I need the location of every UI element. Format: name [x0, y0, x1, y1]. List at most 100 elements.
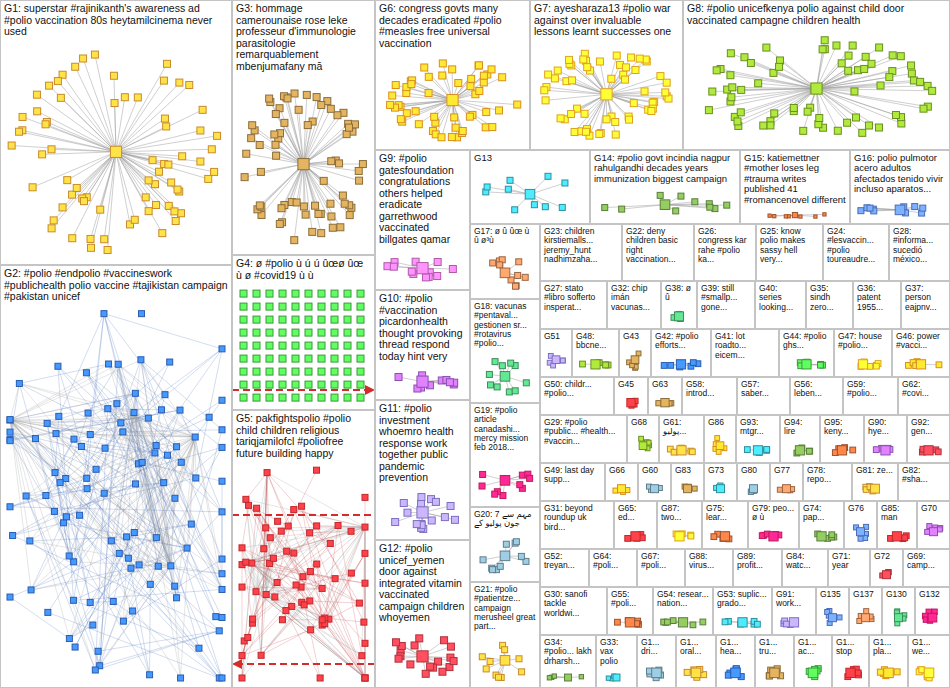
network-vertex: [43, 492, 49, 498]
network-vertex: [344, 355, 351, 362]
network-vertex: [859, 129, 866, 136]
network-vertex: [441, 637, 448, 644]
network-vertex: [513, 283, 519, 289]
network-vertex: [149, 157, 156, 164]
network-tie: [141, 360, 222, 430]
network-vertex: [552, 356, 560, 364]
network-tie: [252, 563, 365, 678]
network-drawing: [490, 257, 529, 289]
network-vertex: [263, 592, 269, 598]
network-tie: [242, 505, 249, 547]
network-vertex: [917, 78, 924, 85]
network-tie: [134, 413, 196, 478]
network-vertex: [276, 220, 283, 227]
network-vertex: [29, 184, 36, 191]
network-vertex: [709, 88, 716, 95]
network-vertex: [270, 555, 276, 561]
network-tie: [72, 152, 116, 238]
network-vertex: [128, 565, 134, 571]
network-tie: [261, 595, 266, 656]
network-drawing: [240, 290, 364, 401]
network-vertex: [80, 55, 87, 62]
network-vertex: [145, 177, 152, 184]
network-tie: [134, 413, 187, 549]
network-vertex: [799, 215, 802, 218]
network-vertex: [439, 60, 446, 67]
network-vertex: [305, 342, 312, 349]
network-vertex: [253, 381, 260, 388]
network-vertex: [219, 427, 225, 433]
network-vertex: [741, 54, 748, 61]
network-drawing: [671, 311, 683, 321]
network-tie: [180, 410, 222, 512]
network-vertex: [331, 381, 338, 388]
network-vertex: [314, 523, 320, 529]
network-vertex: [908, 70, 915, 77]
network-vertex: [663, 79, 670, 86]
network-vertex: [118, 420, 124, 426]
network-vertex: [359, 161, 366, 168]
network-tie: [256, 592, 311, 630]
network-tie: [325, 527, 365, 624]
network-vertex: [219, 586, 225, 592]
network-tie: [22, 130, 116, 152]
network-vertex: [328, 158, 335, 165]
network-vertex: [142, 194, 149, 201]
network-vertex: [301, 602, 307, 608]
network-tie: [257, 164, 303, 209]
network-vertex: [503, 541, 509, 547]
network-vertex: [85, 410, 91, 416]
network-vertex: [531, 202, 537, 208]
network-vertex: [422, 274, 429, 281]
network-vertex: [291, 237, 298, 244]
network-vertex: [678, 618, 687, 627]
network-tie: [304, 164, 350, 215]
network-vertex: [476, 88, 483, 95]
network-tie: [12, 146, 116, 152]
network-vertex: [722, 619, 728, 625]
network-tie: [266, 595, 365, 678]
network-vertex: [163, 123, 170, 130]
network-vertex: [467, 83, 474, 90]
network-vertex: [767, 122, 774, 129]
network-vertex: [241, 174, 248, 181]
network-vertex: [689, 449, 695, 455]
network-vertex: [417, 263, 428, 274]
network-tie: [73, 589, 222, 600]
network-vertex: [253, 589, 259, 595]
network-vertex: [390, 263, 397, 270]
network-vertex: [279, 381, 286, 388]
network-tie: [311, 527, 365, 630]
network-vertex: [580, 361, 586, 367]
network-vertex: [318, 316, 325, 323]
network-tie: [288, 98, 304, 164]
network-tie: [267, 473, 310, 572]
network-vertex: [102, 445, 108, 451]
network-vertex: [19, 113, 26, 120]
network-vertex: [246, 502, 252, 508]
network-tie: [261, 605, 304, 655]
network-tie: [304, 124, 355, 164]
network-tie: [817, 74, 912, 89]
network-vertex: [240, 290, 247, 297]
network-tie: [266, 531, 281, 594]
network-tie: [116, 152, 181, 213]
network-tie: [134, 413, 199, 649]
network-tie: [758, 83, 816, 88]
network-vertex: [83, 370, 89, 376]
network-vertex: [428, 517, 435, 524]
network-vertex: [448, 134, 455, 141]
network-vertex: [292, 342, 299, 349]
network-tie: [10, 360, 141, 420]
network-vertex: [95, 648, 101, 654]
network-tie: [246, 499, 365, 527]
network-vertex: [7, 429, 13, 435]
network-vertex: [447, 502, 454, 509]
network-vertex: [545, 71, 552, 78]
network-vertex: [657, 73, 664, 80]
network-vertex: [483, 666, 489, 672]
network-vertex: [612, 119, 619, 126]
network-tie: [304, 164, 345, 204]
network-vertex: [266, 381, 273, 388]
network-vertex: [668, 362, 674, 368]
